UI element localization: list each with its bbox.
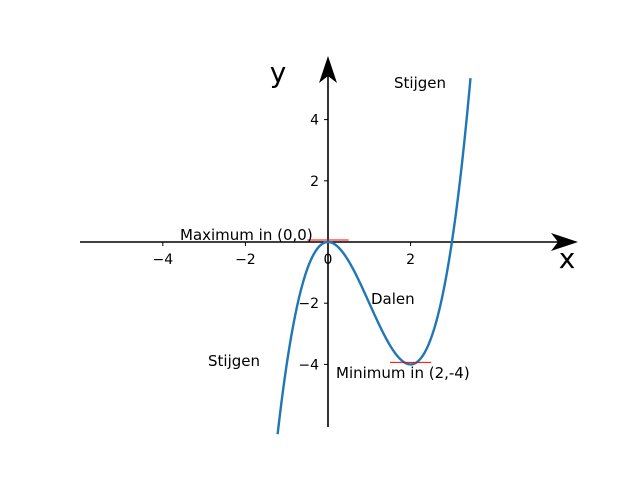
annotation-decreasing: Dalen xyxy=(371,290,415,308)
y-tick-label: 2 xyxy=(310,174,319,190)
annotation-increasing-right: Stijgen xyxy=(394,74,446,92)
ticks: −4 −2 0 2 4 2 −2 −4 xyxy=(152,113,415,374)
x-tick-label: −2 xyxy=(235,252,256,268)
axes xyxy=(80,56,578,427)
x-axis-arrow-icon xyxy=(551,233,578,251)
x-axis-title: x xyxy=(559,242,576,275)
y-axis-title: y xyxy=(270,56,287,89)
y-tick-label: −4 xyxy=(298,357,319,373)
annotation-increasing-left: Stijgen xyxy=(208,352,260,370)
annotation-minimum: Minimum in (2,-4) xyxy=(336,364,470,382)
y-tick-label: −2 xyxy=(298,296,319,312)
y-tick-label: 4 xyxy=(310,113,319,129)
x-tick-label: 0 xyxy=(324,252,333,268)
function-curve xyxy=(276,77,472,435)
x-tick-label: 2 xyxy=(406,252,415,268)
annotation-maximum: Maximum in (0,0) xyxy=(180,226,313,244)
x-tick-label: −4 xyxy=(152,252,173,268)
y-axis-arrow-icon xyxy=(319,56,337,83)
